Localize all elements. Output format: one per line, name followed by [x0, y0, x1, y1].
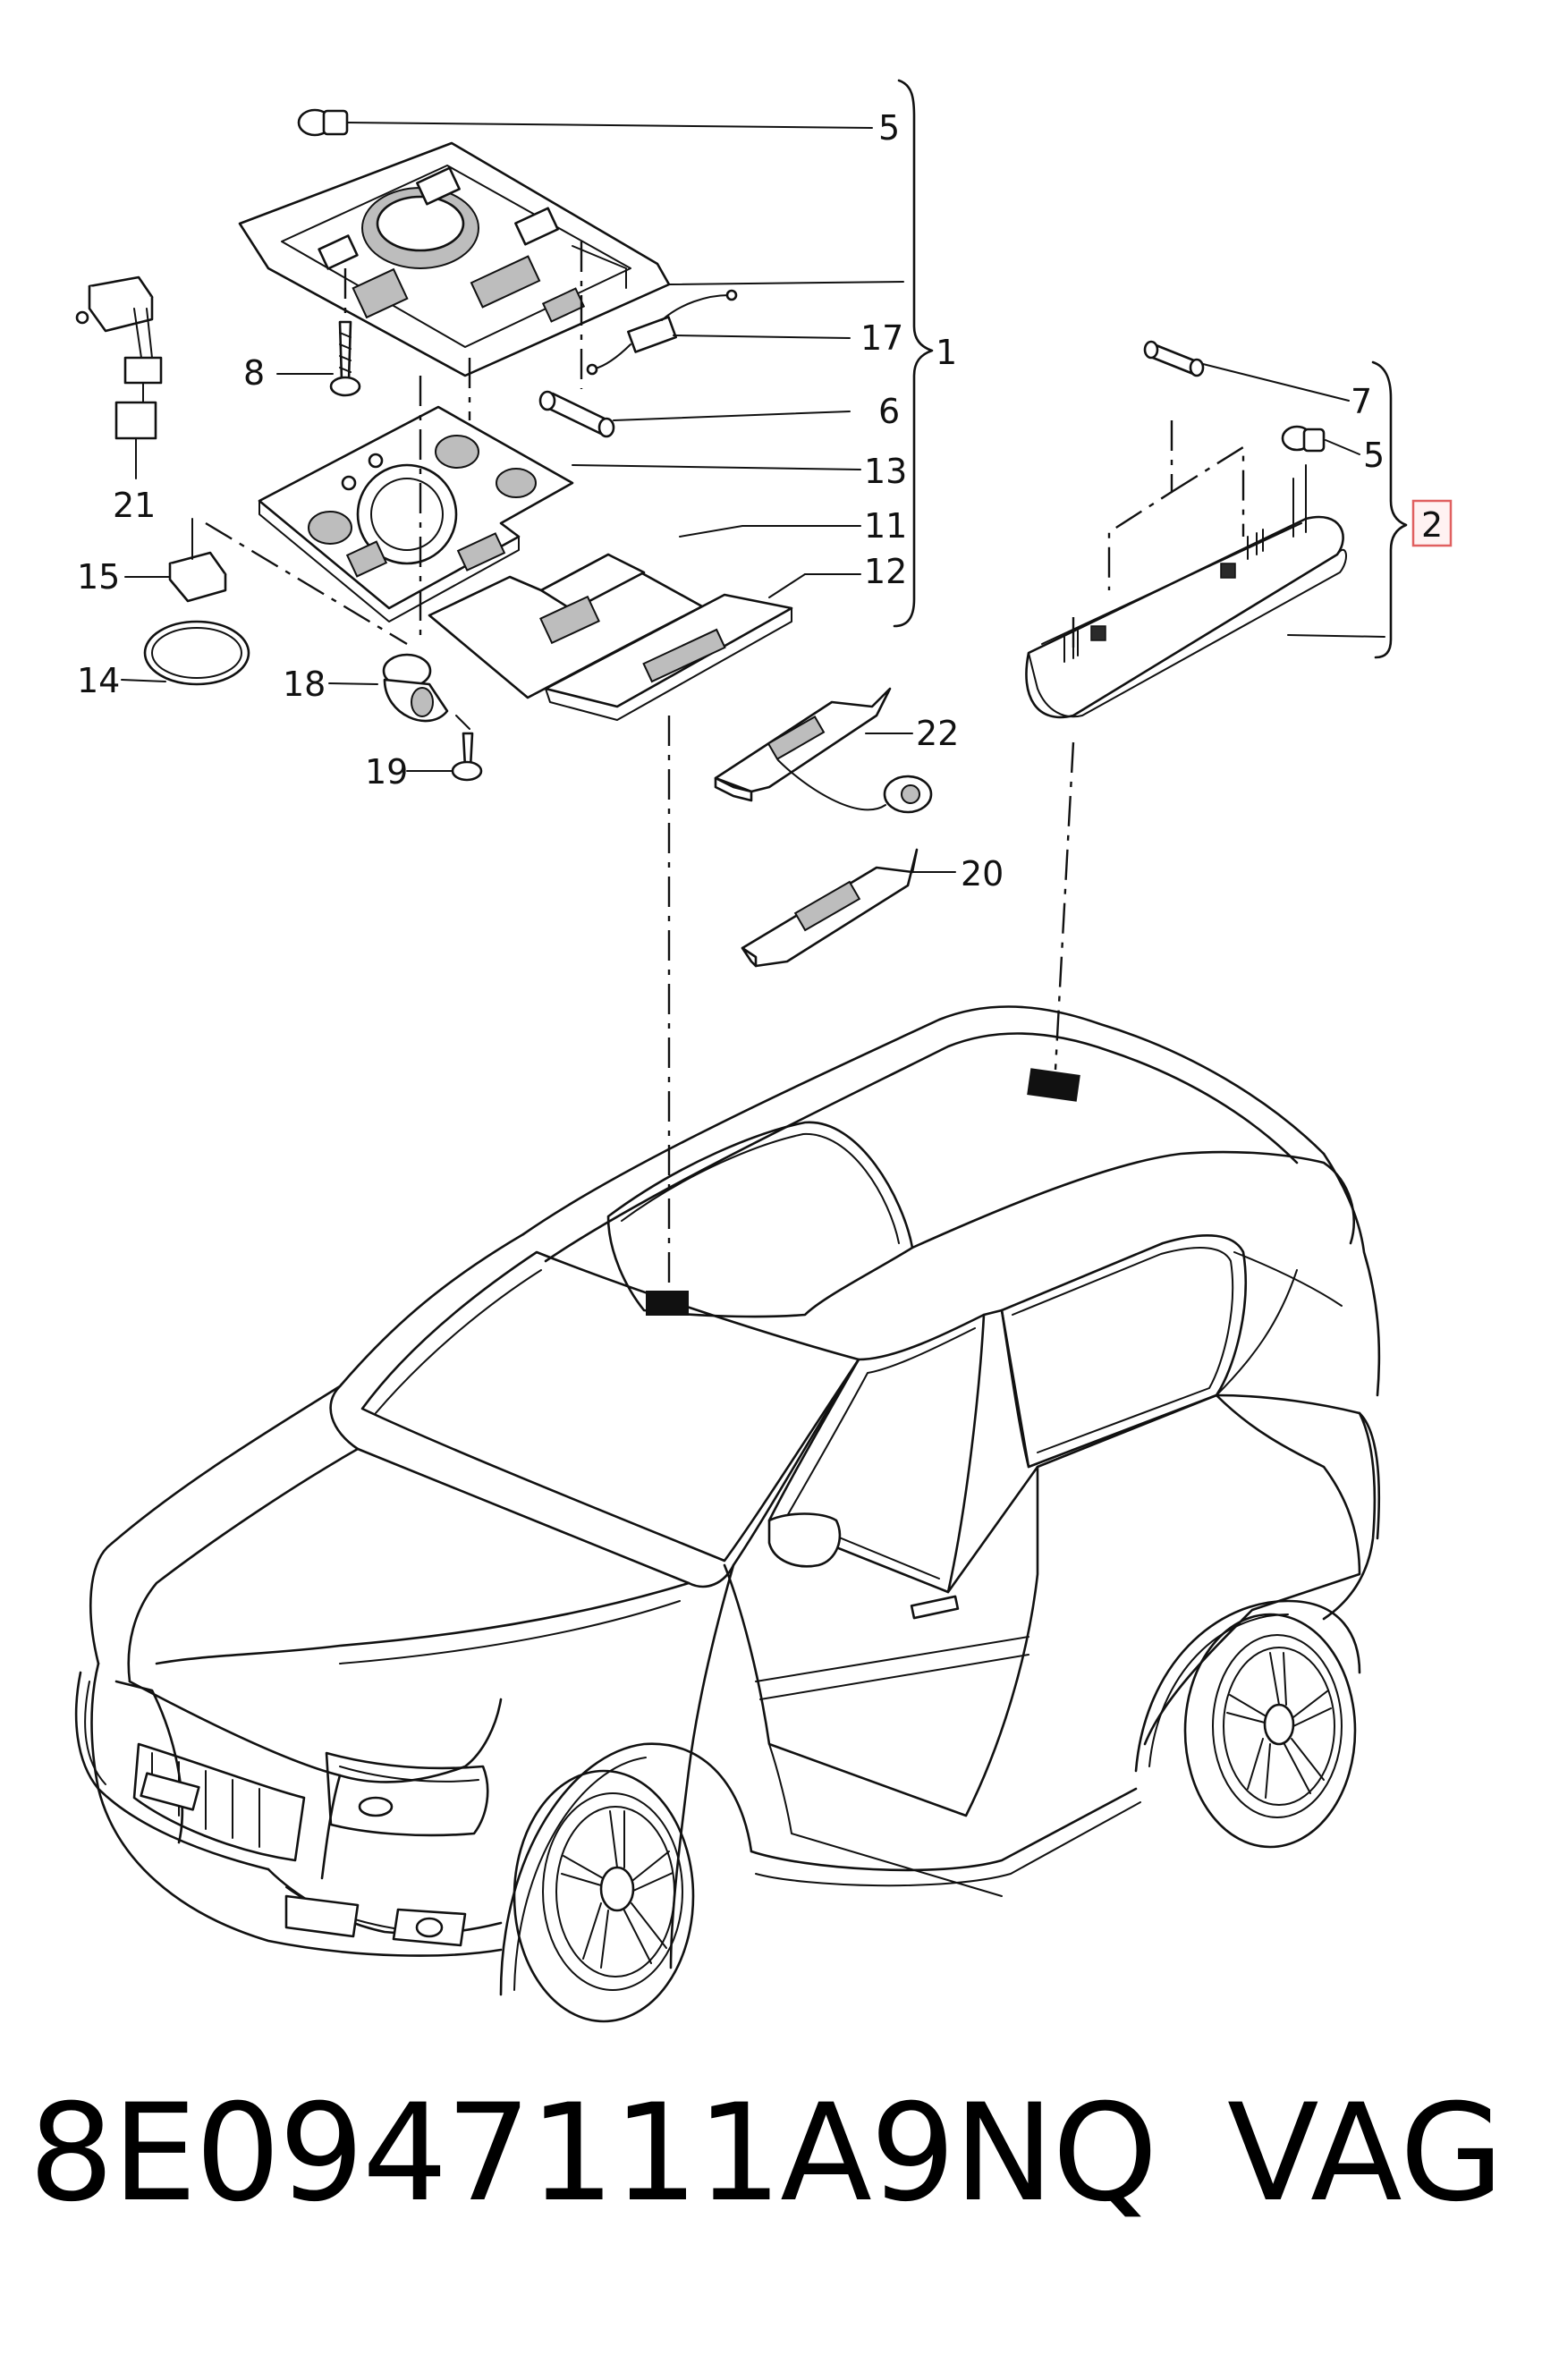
- callout-15: 15: [77, 557, 120, 597]
- leader-rear: [1054, 741, 1075, 1071]
- callout-12: 12: [864, 552, 907, 591]
- bracket-group-2: [1371, 360, 1408, 659]
- callout-2: 2: [1421, 505, 1443, 545]
- callout-1: 1: [936, 333, 957, 372]
- callout-14: 14: [77, 661, 120, 700]
- part-15-clip: [124, 518, 227, 603]
- part-17-switch: [586, 289, 851, 376]
- marker-front-light: [646, 1291, 689, 1316]
- brand-text: VAG: [1227, 2076, 1504, 2232]
- rear-wheel: [1183, 1613, 1357, 1849]
- part-19-screw: [406, 715, 483, 782]
- part-18-socket: [328, 653, 449, 723]
- part-7-festoon-bulb: [1143, 340, 1350, 402]
- callout-22: 22: [916, 714, 959, 753]
- part-number-text: 8E0947111A9NQ: [29, 2076, 1158, 2232]
- front-wheel: [513, 1769, 695, 2023]
- callout-21: 21: [113, 486, 156, 525]
- car-body: [74, 1005, 1381, 2023]
- part-20-bracket: [741, 848, 956, 968]
- callout-18: 18: [283, 665, 326, 704]
- highlight-box-2: [1411, 499, 1453, 547]
- part-11-panel: [428, 525, 861, 699]
- callout-20: 20: [961, 854, 1004, 894]
- callout-7: 7: [1351, 382, 1372, 421]
- marker-rear-light: [1027, 1068, 1080, 1102]
- callout-17: 17: [860, 318, 903, 358]
- callout-6: 6: [878, 392, 900, 431]
- part-21-connector: [75, 275, 163, 479]
- interior-light-assembly: [238, 79, 934, 721]
- callout-13: 13: [864, 452, 907, 491]
- part-13-lens-plate: [258, 405, 861, 623]
- part-8-screw: [276, 268, 361, 397]
- bulb-5-right: [1281, 425, 1360, 455]
- light-housing: [238, 141, 904, 377]
- part-6-festoon-bulb: [538, 390, 851, 438]
- reading-light-body: [1025, 515, 1385, 719]
- callout-8: 8: [243, 353, 265, 393]
- bulb-5-top: [297, 108, 873, 137]
- part-14-ring: [121, 620, 250, 686]
- part-12-bezel: [544, 573, 861, 721]
- callout-5-top: 5: [878, 108, 900, 148]
- callout-5-right: 5: [1363, 436, 1385, 475]
- callout-19: 19: [365, 752, 408, 792]
- callout-11: 11: [864, 506, 907, 546]
- part-22-bracket: [714, 687, 933, 814]
- bracket-group-1: [893, 79, 934, 628]
- reading-light-assembly: [1025, 340, 1453, 719]
